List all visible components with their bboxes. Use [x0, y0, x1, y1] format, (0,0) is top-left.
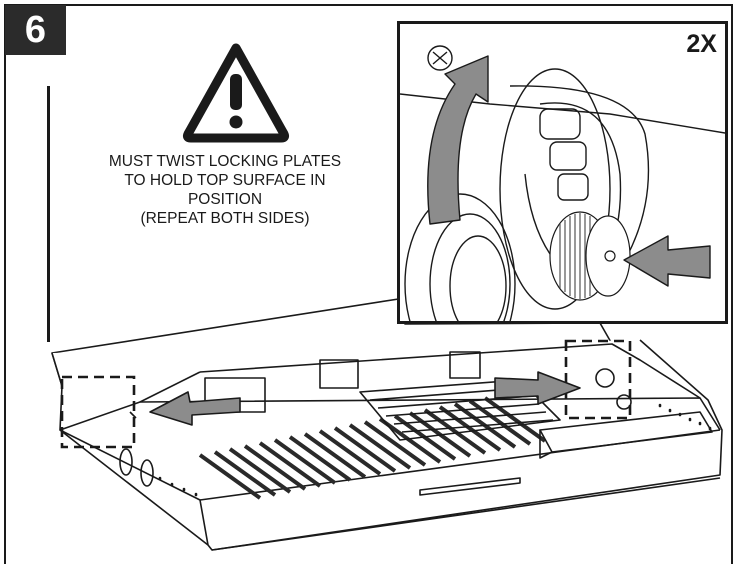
- base-tray: [51, 339, 723, 551]
- step-frame: [4, 4, 733, 564]
- warning-triangle-icon: [182, 43, 290, 143]
- warning-line-3: POSITION: [187, 191, 263, 208]
- warning-line-4: (REPEAT BOTH SIDES): [140, 210, 310, 227]
- step-number-badge: 6: [5, 5, 66, 55]
- warning-line-2: TO HOLD TOP SURFACE IN: [124, 172, 326, 189]
- quantity-multiplier: 2X: [686, 30, 717, 58]
- rotate-arrow-icon: [427, 55, 489, 225]
- left-lock-highlight: [60, 375, 136, 449]
- left-arrow-icon: [149, 391, 241, 426]
- knob-detail-illustration: [400, 45, 725, 321]
- side-bar-divider: [47, 86, 50, 342]
- right-arrow-icon: [494, 371, 581, 405]
- right-lock-highlight: [564, 339, 632, 420]
- knurled-knob-icon: [549, 211, 631, 301]
- warning-line-1: MUST TWIST LOCKING PLATES: [108, 153, 342, 170]
- push-arrow-icon: [623, 235, 711, 287]
- warning-instructions: MUST TWIST LOCKING PLATES TO HOLD TOP SU…: [70, 152, 380, 228]
- detail-inset: 2X: [397, 21, 728, 324]
